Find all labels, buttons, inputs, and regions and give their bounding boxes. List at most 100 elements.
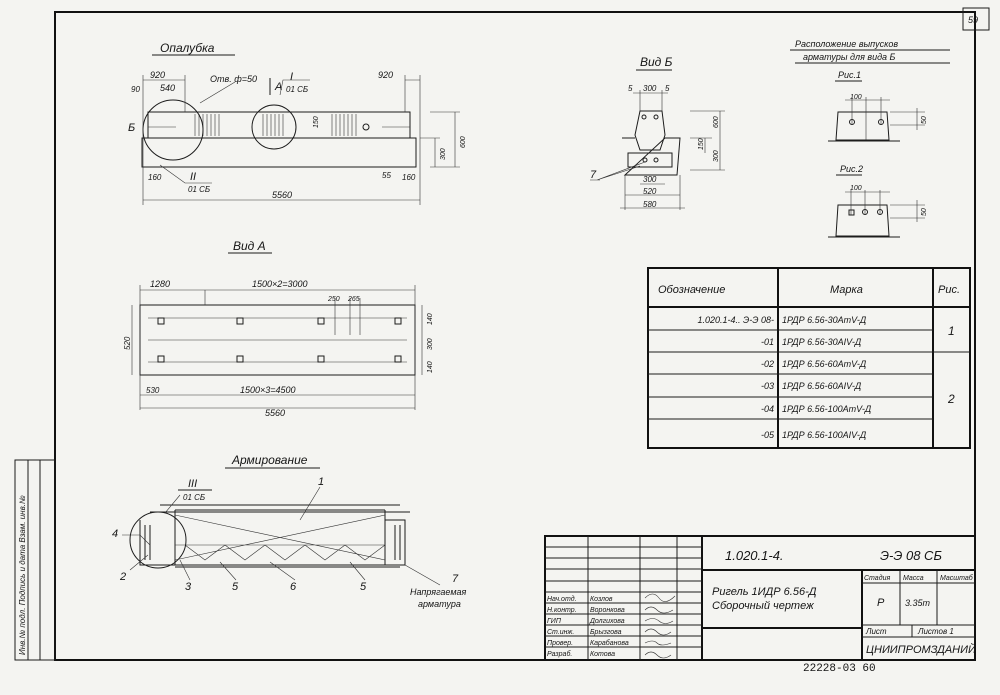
dim-5-b: 5 (665, 84, 670, 93)
dim-55: 55 (382, 171, 391, 180)
fig2-title: Рис.2 (840, 164, 863, 174)
callout-i-ref: 01 СБ (286, 85, 308, 94)
sheet-number: 59 (968, 15, 978, 25)
position-3: 3 (185, 581, 192, 593)
dim-520: 520 (123, 336, 132, 350)
cell-designation: -01 (761, 337, 774, 347)
table-row: -02 1РДР 6.56-60АтV-Д (761, 359, 867, 369)
dim-300-plan: 300 (427, 338, 434, 350)
dim-250: 250 (327, 296, 340, 303)
cell-designation: -04 (761, 404, 774, 414)
fig1-title: Рис.1 (838, 70, 861, 80)
callout-ii: II (190, 171, 196, 183)
person-name: Котова (590, 651, 615, 658)
fig1-dim-50: 50 (921, 116, 928, 124)
tendon-label-1: Напрягаемая (410, 587, 466, 597)
role: Провер. (547, 640, 573, 647)
person-name: Воронкова (590, 607, 625, 614)
cell-mark: 1РДР 6.56-60АIV-Д (782, 381, 862, 391)
position-5-left: 5 (232, 581, 239, 593)
dim-90: 90 (131, 85, 140, 94)
dim-540: 540 (160, 83, 175, 93)
dim-140-a: 140 (427, 313, 434, 325)
dim-580-b: 580 (643, 200, 657, 209)
doc-name-1: Ригель 1ИДР 6.56-Д (712, 586, 817, 598)
cell-figure-2: 2 (947, 392, 955, 406)
dim-spacing-top: 1500×2=3000 (252, 279, 308, 289)
organization: ЦНИИПРОМЗДАНИЙ (866, 643, 976, 656)
position-7-tendon: 7 (452, 573, 459, 585)
doc-code: 1.020.1-4. (725, 548, 784, 563)
reinforcement-title: Армирование (231, 453, 308, 467)
position-1: 1 (318, 476, 324, 488)
rebar-layout-title-2: арматуры для вида Б (803, 52, 896, 62)
side-strip (14, 459, 56, 661)
dim-5560: 5560 (272, 190, 292, 200)
dim-530: 530 (146, 386, 160, 395)
role: Н.контр. (547, 607, 577, 614)
dim-160-right: 160 (402, 173, 416, 182)
stage-value: Р (877, 597, 885, 609)
formwork-title: Опалубка (160, 41, 215, 55)
table-row: 1.020.1-4.. Э-Э 08- 1РДР 6.56-30АтV-Д (697, 315, 866, 325)
position-2: 2 (119, 571, 126, 583)
hole-note: Отв. ф=50 (210, 74, 257, 84)
person-name: Брызгова (590, 629, 622, 636)
person-name: Долгихова (589, 618, 625, 625)
fig2-dim-50: 50 (921, 208, 928, 216)
dim-300: 300 (440, 148, 447, 160)
side-strip-text: Инв.№ подл. Подпись и дата Взам. инв.№ (18, 495, 27, 655)
role: Разраб. (547, 650, 572, 658)
dim-265: 265 (347, 296, 360, 303)
dim-520-b: 520 (643, 187, 657, 196)
role: Нач.отд. (547, 595, 577, 603)
signature-rows: Нач.отд. Козлов Н.контр. Воронкова ГИП Д… (547, 593, 676, 659)
dim-1280: 1280 (150, 279, 170, 289)
dim-5-a: 5 (628, 84, 633, 93)
person-name: Козлов (590, 596, 613, 603)
dim-140-b: 140 (427, 361, 434, 373)
cell-mark: 1РДР 6.56-60АтV-Д (782, 359, 867, 369)
cell-mark: 1РДР 6.56-30АIV-Д (782, 337, 862, 347)
cell-mark: 1РДР 6.56-100АтV-Д (782, 404, 872, 414)
callout-ii-ref: 01 СБ (188, 185, 210, 194)
callout-iii: III (188, 478, 197, 490)
dim-300-b: 300 (713, 150, 720, 162)
table-row: -05 1РДР 6.56-100АIV-Д (761, 430, 867, 440)
dim-300-bottom: 300 (643, 175, 657, 184)
spec-table: Обозначение Марка Рис. 1.020.1-4.. Э-Э 0… (647, 267, 971, 449)
dim-spacing-bottom: 1500×3=4500 (240, 385, 296, 395)
view-b: Вид Б 5 300 5 300 520 580 600 150 300 7 (590, 55, 725, 210)
mass-value: 3.35т (905, 598, 931, 608)
view-b-title: Вид Б (640, 55, 673, 69)
person-name: Карабанова (590, 639, 629, 647)
role: ГИП (547, 618, 562, 625)
dim-300-top: 300 (643, 84, 657, 93)
stage-label: Стадия (864, 574, 890, 582)
dim-160-left: 160 (148, 173, 162, 182)
cell-designation: -03 (761, 381, 774, 391)
sheet-number-box (962, 7, 990, 31)
sheet-label: Лист (865, 627, 887, 636)
cell-figure-1: 1 (948, 324, 955, 338)
view-a-marker: А (274, 81, 282, 93)
sheet-frame (54, 11, 976, 661)
reinforcement-view: Армирование 1 III 01 СБ 4 2 3 5 6 5 7 На… (112, 453, 466, 609)
callout-i: I (290, 71, 293, 83)
view-b-marker: Б (128, 122, 135, 134)
header-figure: Рис. (938, 284, 960, 296)
scale-label: Масштаб (940, 574, 974, 582)
dim-150: 150 (313, 116, 320, 128)
rebar-layout-title-1: Расположение выпусков (795, 39, 898, 49)
sheets-label: Листов 1 (917, 627, 954, 636)
signatures (644, 593, 676, 659)
position-6: 6 (290, 581, 297, 593)
view-a-title: Вид А (233, 239, 266, 253)
dim-600-b: 600 (713, 116, 720, 128)
cell-mark: 1РДР 6.56-30АтV-Д (782, 315, 867, 325)
fig1-dim-100: 100 (850, 94, 862, 101)
table-row: -03 1РДР 6.56-60АIV-Д (761, 381, 862, 391)
mass-label: Масса (903, 575, 924, 582)
doc-number: Э-Э 08 СБ (880, 548, 942, 563)
